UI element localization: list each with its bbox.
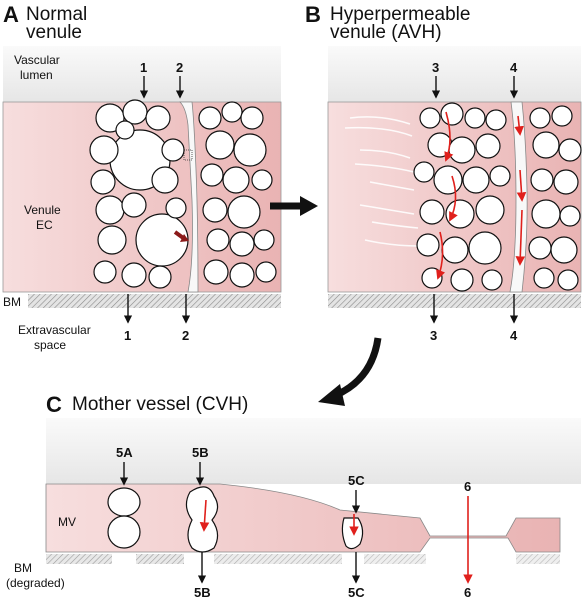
panel-a-letter: A xyxy=(3,2,19,27)
transcellular-flow-arrows-b xyxy=(436,111,527,280)
pathway-5b-channel xyxy=(185,486,219,553)
panel-c-letter: C xyxy=(46,392,62,417)
panel-b-letter: B xyxy=(305,2,321,27)
ec-label-line2: EC xyxy=(36,218,53,232)
panel-a-title-line2: venule xyxy=(26,22,82,43)
panel-b-title-line1: Hyperpermeable xyxy=(330,4,470,25)
pathway-5a-label: 5A xyxy=(116,445,133,460)
degraded-basement-membrane xyxy=(46,554,560,564)
mv-label: MV xyxy=(58,515,76,529)
pathway-2-top-label: 2 xyxy=(176,60,183,75)
pathway-6-bottom-label: 6 xyxy=(464,585,471,600)
bm-degraded-label-line1: BM xyxy=(14,561,32,575)
panel-a: A Normal venule Vascular lumen Venule EC xyxy=(2,2,282,352)
pathway-5c-bottom-label: 5C xyxy=(348,585,365,600)
ec-label-line1: Venule xyxy=(24,203,61,217)
pathway-3-bottom-label: 3 xyxy=(430,328,437,343)
transition-arrowhead-a-b-icon xyxy=(300,196,318,216)
basement-membrane-a xyxy=(28,294,281,308)
extravascular-label-line1: Extravascular xyxy=(18,323,91,337)
pathway-3-top-label: 3 xyxy=(432,60,439,75)
pathway-5c-opening xyxy=(341,514,364,550)
vascular-lumen-c xyxy=(46,418,581,484)
vascular-lumen-b xyxy=(328,46,581,102)
panel-b-title-line2: venule (AVH) xyxy=(330,22,442,43)
cytoplasm-fibers-b xyxy=(344,116,419,247)
panel-c-title: Mother vessel (CVH) xyxy=(72,394,248,415)
panel-a-title-line1: Normal xyxy=(26,4,87,25)
vesicle-cluster-b-right xyxy=(528,105,582,291)
pathway-2-bottom-label: 2 xyxy=(182,328,189,343)
junction-complex-a xyxy=(183,149,193,161)
pathway-5b-bottom-label: 5B xyxy=(194,585,211,600)
pathway-5a-vesicles xyxy=(107,487,141,549)
basement-membrane-b xyxy=(328,294,581,308)
bm-label-a: BM xyxy=(3,295,21,309)
extravascular-label-line2: space xyxy=(34,338,66,352)
vesicle-cluster-a-left xyxy=(89,99,189,289)
pathway-5b-top-label: 5B xyxy=(192,445,209,460)
lumen-label-line2: lumen xyxy=(20,68,53,82)
pathway-4-top-label: 4 xyxy=(510,60,518,75)
vesicle-fusion-arrow-head-icon xyxy=(180,234,189,242)
panel-b: B Hyperpermeable venule (AVH) xyxy=(305,2,582,343)
pathway-1-top-label: 1 xyxy=(140,60,147,75)
vesicle-cluster-a-right xyxy=(198,101,277,288)
panel-c: C Mother vessel (CVH) MV BM xyxy=(6,392,581,600)
interendothelial-junction-a xyxy=(179,101,199,293)
lumen-label-line1: Vascular xyxy=(14,53,60,67)
pathway-4-bottom-label: 4 xyxy=(510,328,518,343)
pathway-6-top-label: 6 xyxy=(464,479,471,494)
mother-vessel-wall xyxy=(45,483,561,553)
bm-degraded-label-line2: (degraded) xyxy=(6,576,65,590)
transition-arrowhead-b-c-icon xyxy=(318,384,345,406)
pathway-1-bottom-label: 1 xyxy=(124,328,131,343)
pathway-5c-top-label: 5C xyxy=(348,473,365,488)
